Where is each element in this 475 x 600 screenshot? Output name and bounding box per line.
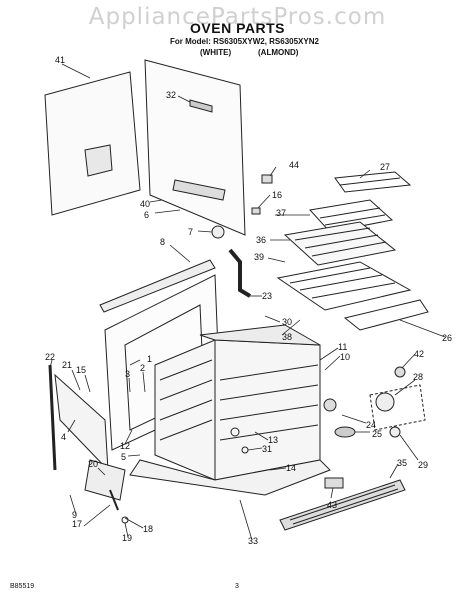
callout-4: 4 [61, 432, 66, 442]
callout-29: 29 [418, 460, 428, 470]
callout-22: 22 [45, 352, 55, 362]
callout-20: 20 [88, 459, 98, 469]
callout-25: 25 [372, 429, 382, 439]
callout-41: 41 [55, 55, 65, 65]
callout-8: 8 [160, 237, 165, 247]
callout-19: 19 [122, 533, 132, 543]
callout-40: 40 [140, 199, 150, 209]
callout-30: 30 [282, 317, 292, 327]
finish-white: (WHITE) [200, 48, 232, 57]
callout-21: 21 [62, 360, 72, 370]
callout-31: 31 [262, 444, 272, 454]
bake-element [309, 199, 394, 233]
callout-39: 39 [254, 252, 264, 262]
callout-36: 36 [256, 235, 266, 245]
callout-9: 9 [72, 510, 77, 520]
diagram-code: B85519 [10, 583, 35, 590]
callout-24: 24 [366, 420, 376, 430]
callout-12: 12 [120, 441, 130, 451]
callout-35: 35 [397, 458, 407, 468]
model-numbers: For Model: RS6305XYW2, RS6305XYN2 [170, 37, 319, 46]
callout-11: 11 [338, 342, 347, 352]
oven-rack [283, 221, 397, 266]
callout-3: 3 [125, 369, 130, 379]
side-panel [144, 59, 246, 236]
callout-44: 44 [289, 160, 299, 170]
oven-cavity [154, 339, 321, 481]
watermark: AppliancePartsPros.com [88, 4, 387, 30]
callout-15: 15 [76, 365, 86, 375]
callout-43: 43 [327, 500, 337, 510]
callout-28: 28 [413, 372, 423, 382]
callout-32: 32 [166, 90, 176, 100]
callout-1: 1 [147, 354, 152, 364]
callout-13: 13 [268, 435, 278, 445]
callout-23: 23 [262, 291, 272, 301]
finish-almond: (ALMOND) [258, 48, 299, 57]
callout-37: 37 [276, 208, 286, 218]
callout-42: 42 [414, 349, 424, 359]
top-rail [99, 259, 216, 313]
page-title: OVEN PARTS [190, 20, 285, 36]
broil-element [334, 171, 412, 193]
callout-17: 17 [72, 519, 82, 529]
back-panel [44, 71, 141, 216]
callout-38: 38 [282, 332, 292, 342]
page-number: 3 [235, 583, 239, 590]
callout-2: 2 [140, 363, 145, 373]
callout-5: 5 [121, 452, 126, 462]
callout-10: 10 [340, 352, 350, 362]
callout-14: 14 [286, 463, 296, 473]
callout-26: 26 [442, 333, 452, 343]
callout-33: 33 [248, 536, 258, 546]
callout-16: 16 [272, 190, 282, 200]
oven-rack-2 [276, 261, 412, 311]
callout-18: 18 [143, 524, 153, 534]
callout-6: 6 [144, 210, 149, 220]
callout-7: 7 [188, 227, 193, 237]
callout-27: 27 [380, 162, 390, 172]
